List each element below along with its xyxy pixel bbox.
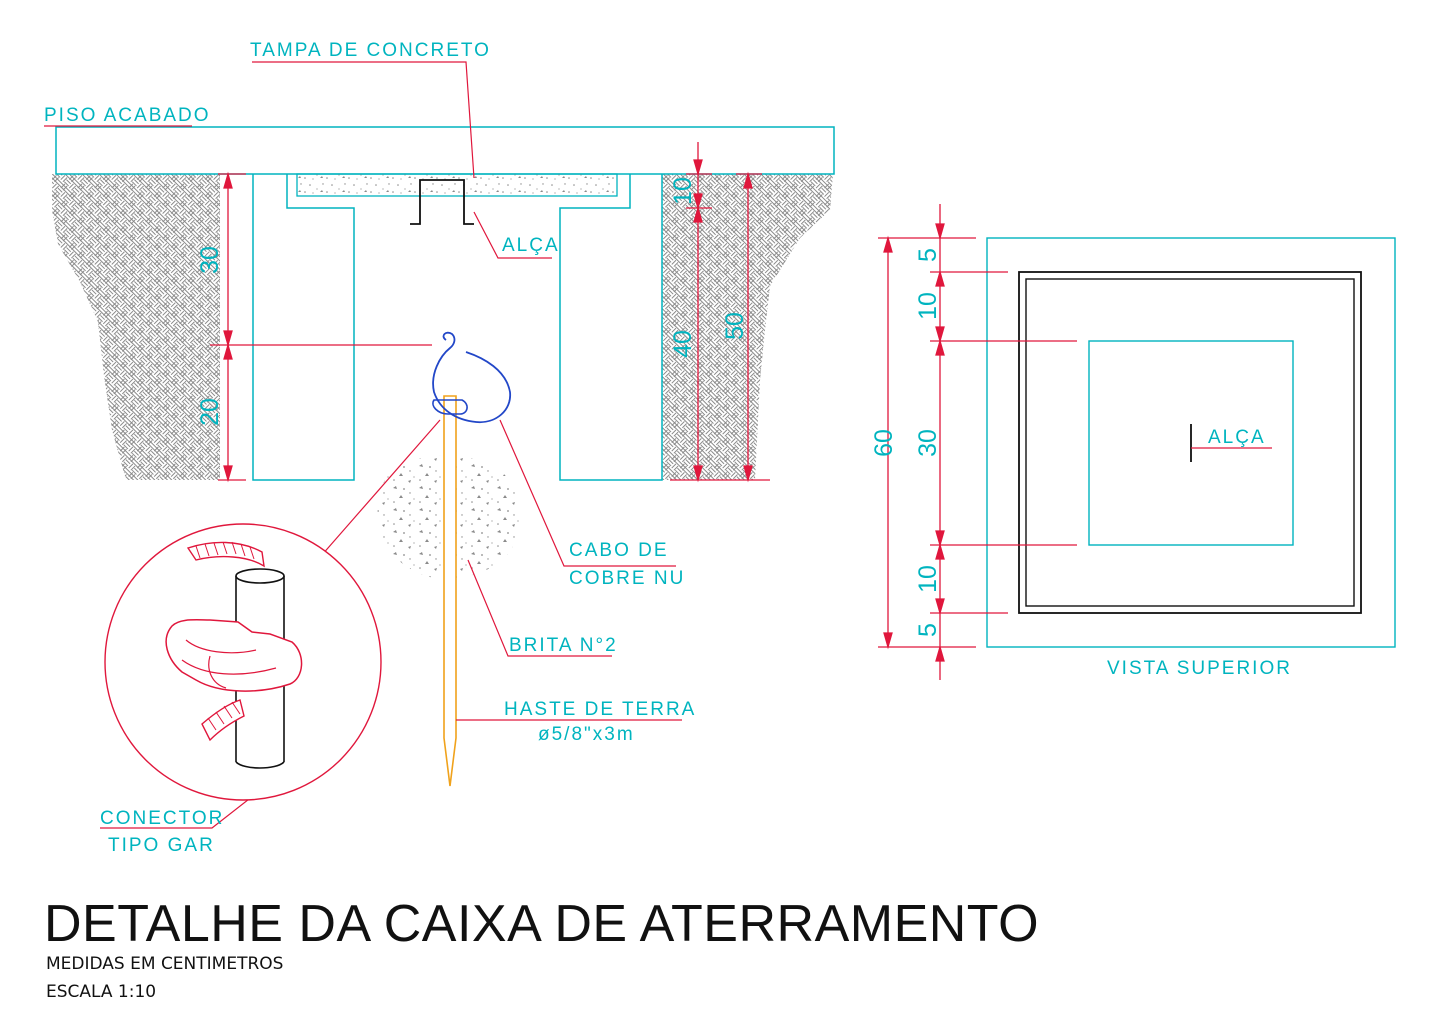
zoom-clamp	[165, 619, 303, 692]
dimension-left	[210, 171, 432, 483]
dim-right-50: 50	[721, 312, 749, 340]
top-view-wall-outer	[1018, 271, 1362, 614]
gar-connector-small	[432, 399, 468, 415]
label-cabo-2: COBRE NU	[569, 568, 685, 589]
leader-tampa	[252, 61, 475, 179]
section-view: TAMPA DE CONCRETO PISO ACABADO ALÇA CABO…	[44, 40, 835, 856]
label-tampa: TAMPA DE CONCRETO	[250, 40, 491, 61]
zoom-rod-top	[235, 568, 285, 584]
label-cabo-1: CABO DE	[569, 540, 669, 561]
zoom-rod-bottom	[235, 761, 285, 769]
label-conector-1: CONECTOR	[100, 808, 224, 829]
zoom-cable-top	[186, 541, 265, 568]
dim-top-5b: 5	[914, 623, 942, 637]
top-view-wall-inner	[1025, 278, 1355, 607]
label-brita: BRITA N°2	[509, 635, 618, 656]
dim-top-10a: 10	[914, 292, 942, 320]
connector-zoom-detail	[104, 523, 382, 801]
label-alca-top: ALÇA	[1208, 427, 1266, 448]
drawing-units-note: MEDIDAS EM CENTIMETROS	[46, 954, 284, 974]
dim-top-60: 60	[870, 429, 898, 457]
dim-top-30: 30	[914, 429, 942, 457]
dimension-top-view	[878, 204, 1077, 680]
dim-top-5a: 5	[914, 248, 942, 262]
dim-top-10b: 10	[914, 565, 942, 593]
dimension-right	[670, 142, 770, 483]
label-haste-1: HASTE DE TERRA	[504, 699, 696, 720]
top-view: ALÇA VISTA SUPERIOR 60 5 10 30 10	[870, 204, 1396, 680]
label-alca: ALÇA	[502, 235, 560, 256]
leader-alca	[473, 211, 552, 259]
box-wall-left	[252, 174, 355, 481]
label-haste-2: ø5/8"x3m	[538, 724, 635, 745]
dim-right-10: 10	[669, 177, 697, 205]
zoom-cable-bottom	[201, 699, 245, 742]
label-piso: PISO ACABADO	[44, 105, 211, 126]
label-vista-superior: VISTA SUPERIOR	[1107, 658, 1292, 679]
ground-rod	[443, 395, 457, 787]
top-view-outer	[986, 237, 1396, 648]
drawing-scale-note: ESCALA 1:10	[46, 982, 157, 1002]
drawing-title: DETALHE DA CAIXA DE ATERRAMENTO	[44, 895, 1040, 953]
leader-brita	[467, 559, 612, 657]
dim-right-40: 40	[669, 330, 697, 358]
cover-handle	[410, 179, 474, 225]
top-view-cover	[1088, 340, 1294, 546]
box-wall-right	[559, 174, 663, 481]
label-conector-2: TIPO GAR	[108, 835, 215, 856]
concrete-cover	[296, 173, 618, 197]
dim-left-30: 30	[196, 246, 224, 274]
leader-cabo	[499, 419, 676, 567]
soil-left	[52, 174, 220, 480]
leader-conector	[100, 791, 259, 829]
copper-cable	[432, 331, 511, 423]
dim-left-20: 20	[196, 398, 224, 426]
finished-floor-slab	[55, 126, 835, 175]
zoom-clamp-detail	[181, 639, 277, 689]
